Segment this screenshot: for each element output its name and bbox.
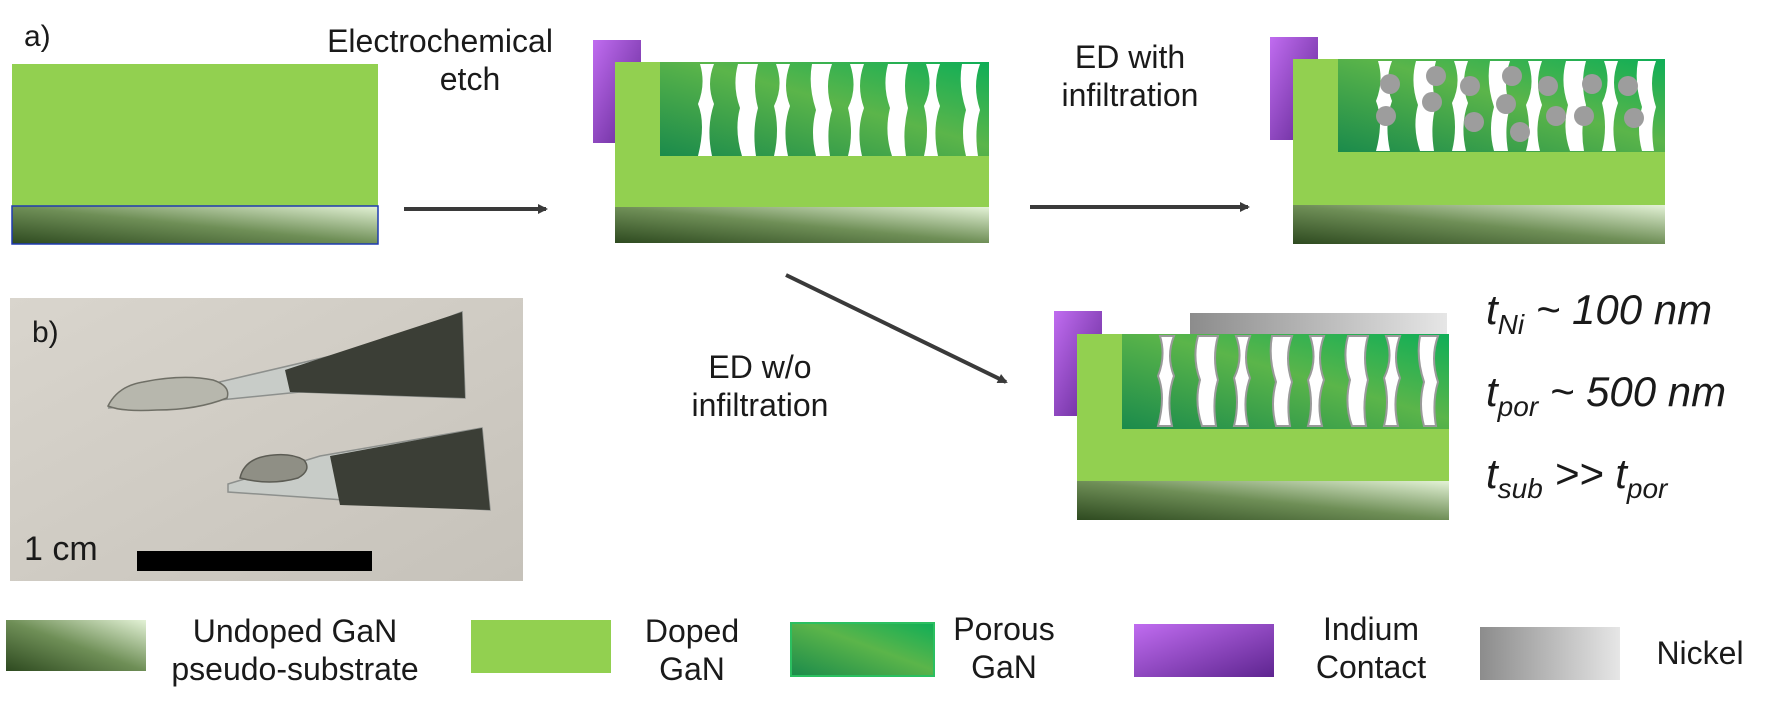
pores xyxy=(698,64,980,156)
etch-label: Electrochemical etch xyxy=(300,22,580,98)
legend-label-doped: Doped GaN xyxy=(644,613,740,687)
sample-photo xyxy=(10,298,523,581)
etch-label-line2: etch xyxy=(439,61,501,97)
ed-without-label: ED w/o infiltration xyxy=(660,348,860,424)
scale-bar xyxy=(137,551,372,571)
panel-b-label: b) xyxy=(32,316,59,349)
panel-a-label: a) xyxy=(24,20,51,53)
nickel-particles xyxy=(1376,66,1644,142)
infiltrated-sample xyxy=(1270,37,1665,244)
ed-with-label-line1: ED with xyxy=(1074,39,1186,75)
legend-swatch-nickel xyxy=(1480,627,1620,680)
thickness-por: tpor ~ 500 nm xyxy=(1486,368,1727,422)
undoped-gan-substrate xyxy=(1077,481,1449,520)
nickel-film xyxy=(1190,313,1447,336)
legend-label-nickel: Nickel xyxy=(1656,635,1744,671)
undoped-gan-substrate xyxy=(11,205,379,245)
thickness-sub: tsub >> tpor xyxy=(1486,450,1668,504)
indium-blob xyxy=(239,453,308,483)
pores xyxy=(1156,335,1440,427)
legend-label-indium: Indium Contact xyxy=(1315,611,1427,685)
legend-swatch-porous xyxy=(790,622,935,677)
nickel-film-sample xyxy=(1054,311,1449,520)
etched-sample xyxy=(593,40,989,243)
initial-wafer xyxy=(11,64,379,245)
undoped-gan-substrate xyxy=(615,207,989,243)
legend-label-porous: Porous GaN xyxy=(953,611,1055,685)
arrow-ed-without xyxy=(785,273,1008,384)
legend-swatch-doped xyxy=(471,620,611,673)
scale-bar-label: 1 cm xyxy=(24,530,98,568)
thickness-ni: tNi ~ 100 nm xyxy=(1486,286,1713,340)
ed-without-label-line2: infiltration xyxy=(691,387,829,423)
ed-without-label-line1: ED w/o xyxy=(708,349,812,385)
ed-with-label-line2: infiltration xyxy=(1061,77,1199,113)
indium-blob xyxy=(106,376,229,412)
ed-with-label: ED with infiltration xyxy=(1030,38,1230,114)
doped-gan-layer xyxy=(12,64,378,206)
legend-label-undoped: Undoped GaN pseudo-substrate xyxy=(171,613,419,687)
legend-swatch-undoped xyxy=(6,620,146,671)
etch-label-line1: Electrochemical xyxy=(327,23,553,59)
undoped-gan-substrate xyxy=(1293,205,1665,244)
legend-swatch-indium xyxy=(1134,624,1274,677)
